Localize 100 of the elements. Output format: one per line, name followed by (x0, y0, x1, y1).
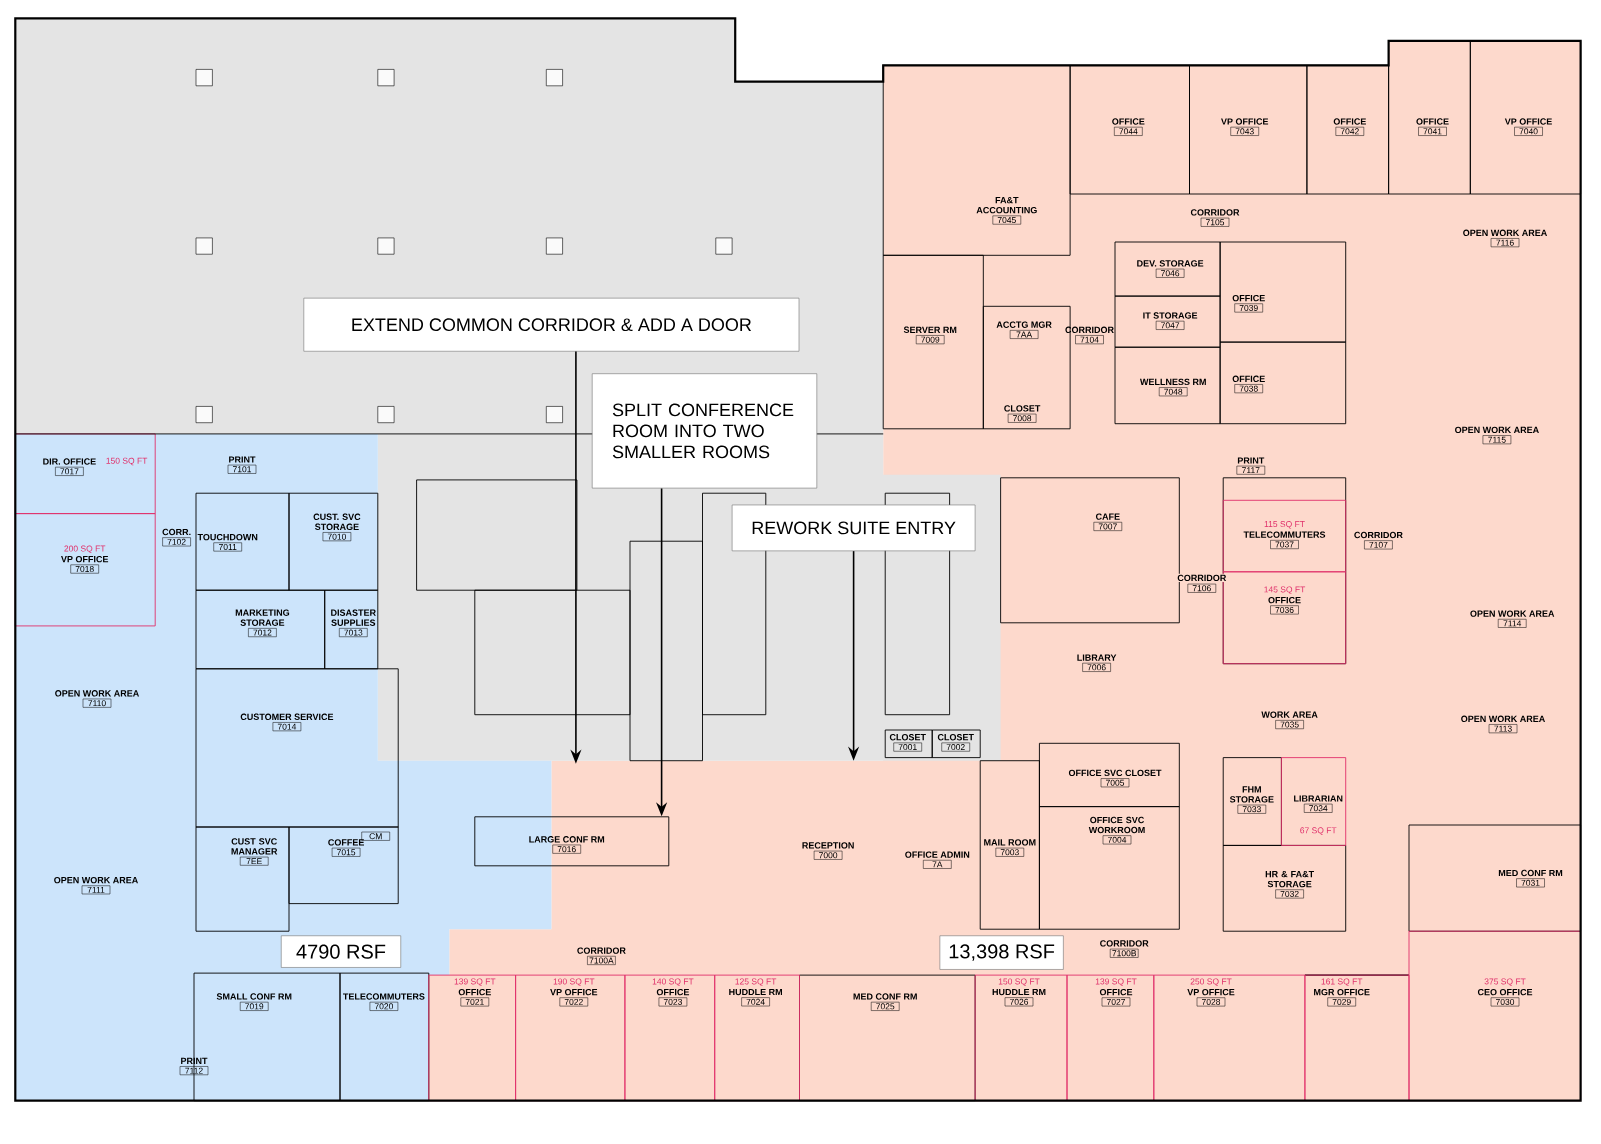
area-label: 375 SQ FT (1484, 978, 1526, 986)
room-name: VP OFFICE (1187, 988, 1235, 996)
room-name: CEO OFFICE (1477, 988, 1533, 996)
room-name: SERVER RM (903, 326, 957, 333)
room-name: CUSTOMER SERVICE (240, 713, 334, 720)
room-number: 7024 (741, 997, 770, 1007)
room-number: 7009 (915, 335, 945, 345)
room-name: DIR. OFFICE (43, 458, 96, 465)
room-number: 7014 (272, 722, 302, 732)
room-number: 7034 (1303, 803, 1333, 813)
room-number: 7048 (1158, 387, 1188, 397)
room-name: TELECOMMUTERS (1243, 531, 1326, 538)
room-name: FA&T ACCOUNTING (976, 197, 1037, 214)
room-number: 7016 (552, 844, 581, 854)
room-number: 7015 (331, 847, 361, 857)
room-number: 7110 (82, 698, 112, 708)
room-name: RECEPTION (802, 842, 854, 849)
room-name: LIBRARY (1077, 654, 1117, 661)
room-number: 7003 (995, 847, 1025, 857)
room-number: 7102 (162, 537, 191, 547)
room-name: PRINT (181, 1057, 208, 1064)
area-label: 115 SQ FT (1264, 521, 1305, 529)
room-number: 7117 (1236, 465, 1266, 475)
room-name: CLOSET (1004, 405, 1041, 412)
room-name: DEV. STORAGE (1137, 260, 1204, 267)
room-number: 7036 (1270, 605, 1299, 615)
room-name: CORRIDOR (1190, 209, 1240, 216)
room-name: OFFICE SVC CLOSET (1068, 769, 1162, 777)
room-number: 7011 (213, 542, 242, 552)
room-name: OFFICE (656, 988, 690, 996)
room-name: CORRIDOR (1176, 573, 1228, 583)
room-name: CAFE (1095, 513, 1120, 520)
room-name: OFFICE (1112, 118, 1145, 125)
room-number: 7039 (1234, 303, 1263, 313)
room-number: 7043 (1230, 126, 1259, 136)
room-name: VP OFFICE (61, 555, 109, 563)
room-number: 7112 (179, 1066, 209, 1076)
room-name: COFFEE (328, 839, 364, 846)
room-number: 7114 (1497, 619, 1527, 628)
room-name: SMALL CONF RM (216, 993, 292, 1000)
room-name: FHM STORAGE (1229, 786, 1274, 803)
room-name: TELECOMMUTERS (343, 993, 425, 1000)
area-label: 139 SQ FT (1095, 978, 1137, 986)
room-name: HUDDLE RM (992, 988, 1046, 996)
room-number: 7040 (1514, 126, 1543, 136)
room-name: VP OFFICE (1504, 118, 1552, 125)
room-name: VP OFFICE (550, 988, 598, 996)
room-number: 7100A (587, 956, 616, 965)
room-number: 7038 (1234, 384, 1263, 394)
room-name: OFFICE (1099, 988, 1133, 996)
room-name: CUST SVC MANAGER (231, 838, 278, 855)
room-number: 7026 (1004, 997, 1034, 1007)
room-name: PRINT (229, 456, 256, 463)
room-number: 7AA (1009, 330, 1039, 339)
room-number: 7005 (1100, 778, 1130, 788)
room-name: DISASTER SUPPLIES (331, 609, 376, 626)
room-number: 7001 (893, 742, 922, 752)
room-number: 7030 (1490, 997, 1520, 1007)
room-name: OFFICE (1232, 294, 1265, 302)
room-name: OFFICE (1232, 375, 1265, 382)
room-number: 7101 (227, 464, 257, 474)
room-number: 7022 (559, 997, 589, 1007)
room-name: CORRIDOR (1065, 326, 1114, 333)
room-number: 7044 (1114, 126, 1143, 136)
room-name: WELLNESS RM (1140, 378, 1206, 386)
room-name: OPEN WORK AREA (1463, 229, 1547, 236)
room-number: 7013 (339, 628, 368, 637)
area-label: 190 SQ FT (553, 978, 595, 986)
room-name: MED CONF RM (853, 993, 917, 1000)
room-name: WORK AREA (1261, 711, 1318, 718)
callout-box: REWORK SUITE ENTRY (731, 504, 976, 552)
room-number: 7002 (941, 742, 970, 752)
area-label: 67 SQ FT (1300, 827, 1337, 835)
room-name: CLOSET (937, 734, 974, 741)
room-name: OFFICE (1416, 118, 1449, 125)
room-number: 7A (923, 860, 952, 869)
room-number: 7018 (70, 564, 99, 574)
room-number: 7047 (1155, 320, 1185, 330)
room-name: OFFICE (1268, 596, 1301, 604)
room-number: CM (361, 831, 390, 841)
area-label: 250 SQ FT (1190, 978, 1232, 986)
area-label: 13,398 RSF (939, 935, 1064, 970)
callout-box: EXTEND COMMON CORRIDOR & ADD A DOOR (303, 297, 800, 352)
room-number: 7105 (1200, 217, 1230, 227)
room-number: 7020 (369, 1001, 399, 1011)
room-number: 7028 (1196, 997, 1226, 1007)
room-number: 7004 (1102, 835, 1132, 845)
room-number: 7045 (992, 215, 1022, 225)
room-name: MED CONF RM (1498, 869, 1563, 877)
room-name: CLOSET (889, 734, 926, 741)
room-number: 7104 (1075, 335, 1104, 345)
room-number: 7027 (1101, 997, 1131, 1007)
room-name: PRINT (1237, 457, 1265, 464)
room-number: 7000 (813, 850, 843, 860)
room-name: MGR OFFICE (1314, 988, 1370, 996)
area-label: 4790 RSF (280, 935, 402, 968)
room-name: OPEN WORK AREA (1455, 426, 1539, 434)
room-name: OFFICE ADMIN (905, 851, 970, 858)
room-name: HR & FA&T STORAGE (1265, 870, 1314, 888)
room-name: ACCTG MGR (996, 321, 1052, 328)
